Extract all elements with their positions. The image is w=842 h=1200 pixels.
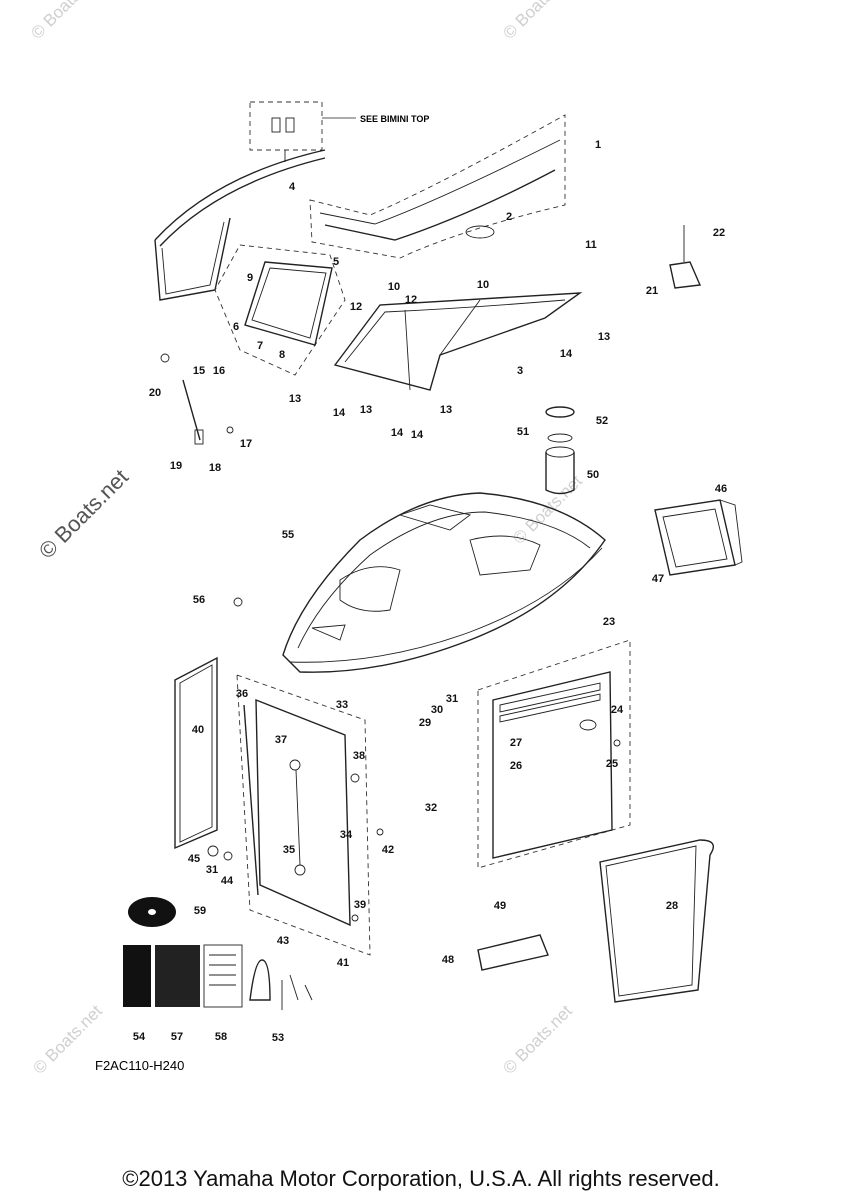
callout-46: 46: [715, 483, 727, 495]
callout-13: 13: [440, 404, 452, 416]
callout-18: 18: [209, 462, 221, 474]
callout-37: 37: [275, 734, 287, 746]
callout-45: 45: [188, 853, 200, 865]
callout-42: 42: [382, 844, 394, 856]
callout-39: 39: [354, 899, 366, 911]
callout-53: 53: [272, 1032, 284, 1044]
callout-7: 7: [257, 340, 263, 352]
callout-54: 54: [133, 1031, 146, 1043]
windshield-frame: [154, 149, 326, 301]
owner-manuals: [123, 944, 243, 1008]
callout-38: 38: [353, 750, 365, 762]
callout-44: 44: [221, 875, 234, 887]
callout-49: 49: [494, 900, 506, 912]
callout-6: 6: [233, 321, 239, 333]
callout-29: 29: [419, 717, 431, 729]
bimini-reference-group: SEE BIMINI TOP: [249, 101, 429, 162]
callout-31: 31: [446, 693, 458, 705]
callout-9: 9: [247, 272, 253, 284]
callout-24: 24: [611, 704, 624, 716]
watermark-top-left: © Boats.net: [27, 0, 104, 43]
door-seal: [599, 839, 714, 1003]
callout-57: 57: [171, 1031, 183, 1043]
watermark-bottom-right: © Boats.net: [499, 1001, 576, 1078]
callout-5: 5: [333, 256, 339, 268]
callout-50: 50: [587, 469, 599, 481]
door-assembly-right: [477, 639, 631, 869]
callout-3: 3: [517, 365, 523, 377]
callout-10: 10: [477, 279, 489, 291]
callout-8: 8: [279, 349, 285, 361]
callout-13: 13: [289, 393, 301, 405]
callout-27: 27: [510, 737, 522, 749]
callout-52: 52: [596, 415, 608, 427]
callout-35: 35: [283, 844, 295, 856]
latch-assembly: [669, 225, 702, 289]
callout-11: 11: [585, 239, 597, 251]
diagram-code: F2AC110-H240: [95, 1058, 184, 1073]
watermark-left: © Boats.net: [34, 464, 133, 563]
door-panel-center: [236, 674, 371, 956]
callout-23: 23: [603, 616, 615, 628]
callout-43: 43: [277, 935, 289, 947]
small-parts: [207, 597, 621, 922]
cup-holder: [545, 406, 575, 495]
callout-13: 13: [360, 404, 372, 416]
tray: [477, 934, 549, 971]
disc: [128, 897, 176, 927]
watermark-top-right: © Boats.net: [499, 0, 576, 43]
tool-kit: [249, 959, 313, 1010]
callout-25: 25: [606, 758, 618, 770]
callout-4: 4: [289, 181, 296, 193]
callout-48: 48: [442, 954, 454, 966]
copyright-notice: ©2013 Yamaha Motor Corporation, U.S.A. A…: [122, 1166, 720, 1191]
windshield-side-panel: [333, 292, 583, 391]
callout-12: 12: [405, 294, 417, 306]
callout-2: 2: [506, 211, 512, 223]
windshield-glass: [309, 114, 566, 259]
callout-41: 41: [337, 957, 349, 969]
callout-12: 12: [350, 301, 362, 313]
boat-hull: [282, 492, 606, 673]
callout-47: 47: [652, 573, 664, 585]
callout-1: 1: [595, 139, 601, 151]
callout-28: 28: [666, 900, 678, 912]
callout-16: 16: [213, 365, 225, 377]
callout-21: 21: [646, 285, 658, 297]
callout-26: 26: [510, 760, 522, 772]
callout-22: 22: [713, 227, 725, 239]
callout-36: 36: [236, 688, 248, 700]
storage-box: [654, 499, 743, 576]
callout-56: 56: [193, 594, 205, 606]
callout-19: 19: [170, 460, 182, 472]
callout-59: 59: [194, 905, 206, 917]
callout-13: 13: [598, 331, 610, 343]
callout-33: 33: [336, 699, 348, 711]
callout-30: 30: [431, 704, 443, 716]
hinge-bracket: [160, 353, 234, 445]
callout-14: 14: [333, 407, 346, 419]
callout-55: 55: [282, 529, 294, 541]
callout-10: 10: [388, 281, 400, 293]
door-panel-left: [174, 656, 218, 850]
callout-58: 58: [215, 1031, 227, 1043]
callout-14: 14: [391, 427, 404, 439]
callout-17: 17: [240, 438, 252, 450]
callout-51: 51: [517, 426, 529, 438]
callout-15: 15: [193, 365, 205, 377]
callout-14: 14: [560, 348, 573, 360]
side-window: [214, 244, 346, 376]
callout-32: 32: [425, 802, 437, 814]
see-bimini-label: SEE BIMINI TOP: [360, 114, 429, 124]
callout-40: 40: [192, 724, 204, 736]
callout-31: 31: [206, 864, 218, 876]
callout-20: 20: [149, 387, 161, 399]
callout-34: 34: [340, 829, 353, 841]
callout-14: 14: [411, 429, 424, 441]
